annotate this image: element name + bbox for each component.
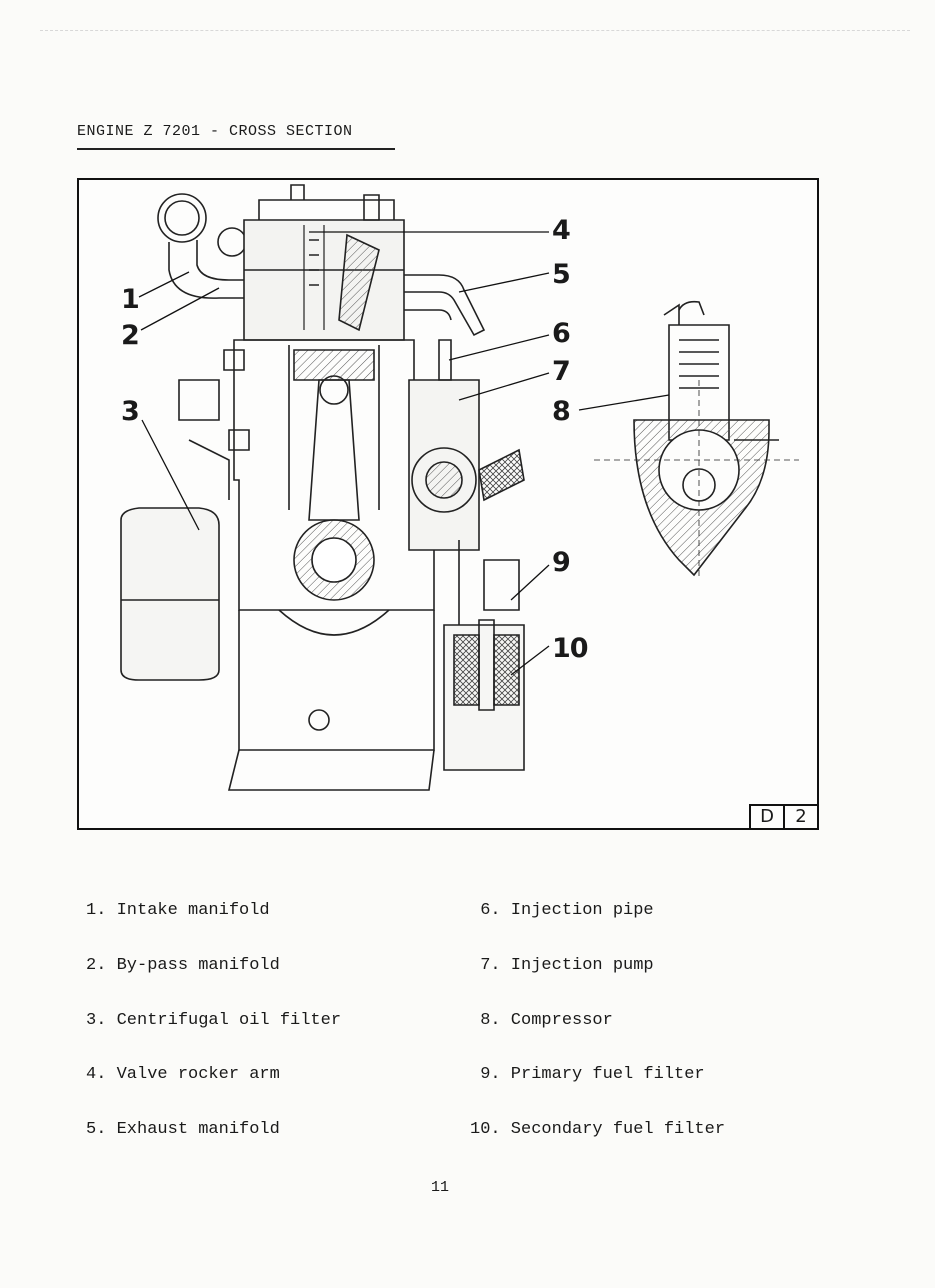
figure-badge: D 2 [749,804,817,828]
page-top-rule [40,30,910,31]
legend-item: 4. Valve rocker arm [86,1065,280,1085]
figure-badge-letter: D [751,806,785,828]
legend-item: 1. Intake manifold [86,901,270,921]
callout-1: 1 [121,284,140,315]
page-title: ENGINE Z 7201 - CROSS SECTION [77,123,353,140]
engine-cross-section-figure: 1 2 3 4 5 6 7 8 9 10 D 2 [77,178,819,830]
engine-drawing [120,184,799,791]
legend-item: 2. By-pass manifold [86,956,280,976]
legend-right-column: 6. Injection pipe 7. Injection pump 8. C… [470,866,725,1157]
callout-5: 5 [552,259,571,290]
legend-item: 3. Centrifugal oil filter [86,1010,342,1030]
legend-left-column: 1. Intake manifold 2. By-pass manifold 3… [86,866,341,1157]
callout-8: 8 [552,396,571,427]
legend-item: 6. Injection pipe [470,901,654,921]
callout-9: 9 [552,547,571,578]
legend-item: 8. Compressor [470,1010,613,1030]
callout-4: 4 [552,215,571,246]
legend-item: 7. Injection pump [470,956,654,976]
figure-badge-number: 2 [795,806,807,827]
callout-3: 3 [121,396,140,427]
legend-item: 10. Secondary fuel filter [470,1119,726,1139]
callout-2: 2 [121,320,140,351]
legend-item: 9. Primary fuel filter [470,1065,705,1085]
legend-item: 5. Exhaust manifold [86,1119,280,1139]
title-underline [77,148,395,150]
callout-10: 10 [552,633,589,664]
page-number: 11 [431,1179,450,1196]
callout-6: 6 [552,318,571,349]
callout-7: 7 [552,356,571,387]
